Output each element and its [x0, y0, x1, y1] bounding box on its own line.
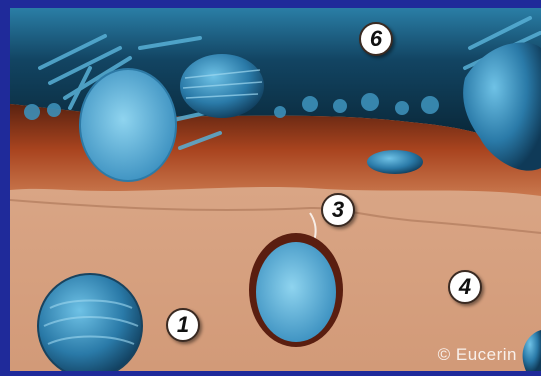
- marker-6: 6: [359, 22, 393, 56]
- corneocyte-large: [80, 69, 176, 181]
- corneocyte-stack: [180, 54, 264, 118]
- marker-3: 3: [321, 193, 355, 227]
- skin-illustration: 6 3 4 1 © Eucerin: [10, 8, 541, 371]
- marker-4: 4: [448, 270, 482, 304]
- illustration-canvas: [10, 8, 541, 371]
- watermark: © Eucerin: [438, 345, 517, 365]
- pore-cell: [256, 242, 336, 342]
- marker-1: 1: [166, 308, 200, 342]
- small-cell-dermis: [367, 150, 423, 174]
